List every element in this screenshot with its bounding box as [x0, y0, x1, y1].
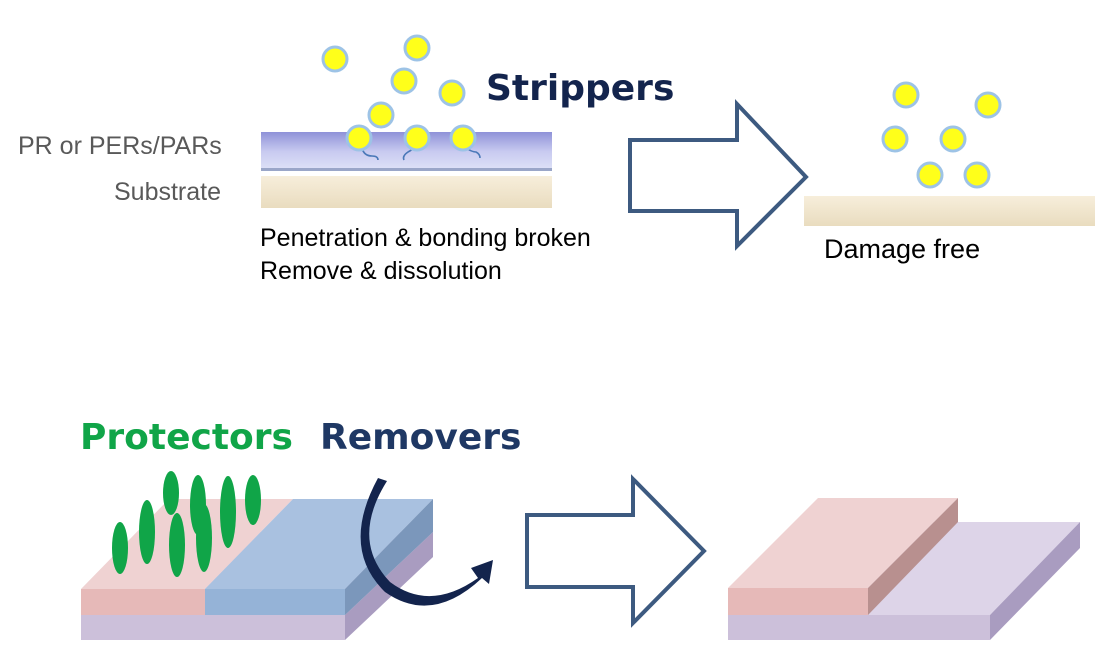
- stripper-particle-icon: [403, 124, 431, 152]
- substrate-layer: [261, 176, 552, 208]
- stripper-particle-icon: [345, 124, 373, 152]
- stripper-particle-icon: [974, 91, 1002, 119]
- protector-molecules: [112, 471, 261, 577]
- stripper-particle-icon: [449, 124, 477, 152]
- stripper-particle-icon: [403, 34, 431, 62]
- stripper-particle-icon: [390, 67, 418, 95]
- bottom-right-block: [728, 498, 1080, 640]
- strippers-title: Strippers: [486, 68, 675, 109]
- stripper-particle-icon: [939, 125, 967, 153]
- stripper-particles-top: [321, 34, 477, 152]
- result-label: Damage free: [824, 234, 981, 264]
- stripper-particle-icon: [321, 45, 349, 73]
- process-arrow-icon: [628, 98, 809, 251]
- clean-substrate: [804, 196, 1095, 226]
- bottom-left-block: [81, 499, 433, 640]
- protectors-title: Protectors: [80, 417, 293, 458]
- step-description-line1: Penetration & bonding broken: [260, 224, 591, 252]
- stripper-particle-icon: [892, 81, 920, 109]
- stripper-particle-icon: [881, 125, 909, 153]
- substrate-label: Substrate: [114, 178, 222, 206]
- stripper-particle-icon: [916, 161, 944, 189]
- process-arrow-icon: [525, 474, 707, 628]
- step-description-line2: Remove & dissolution: [260, 257, 502, 285]
- stripper-particles-result: [881, 81, 1002, 189]
- curved-arrow-icon: [360, 478, 493, 606]
- removers-title: Removers: [320, 417, 522, 458]
- stripper-particle-icon: [438, 79, 466, 107]
- pr-layer-label: PR or PERs/PARs: [18, 132, 222, 160]
- stripper-particle-icon: [963, 161, 991, 189]
- stripper-particle-icon: [367, 101, 395, 129]
